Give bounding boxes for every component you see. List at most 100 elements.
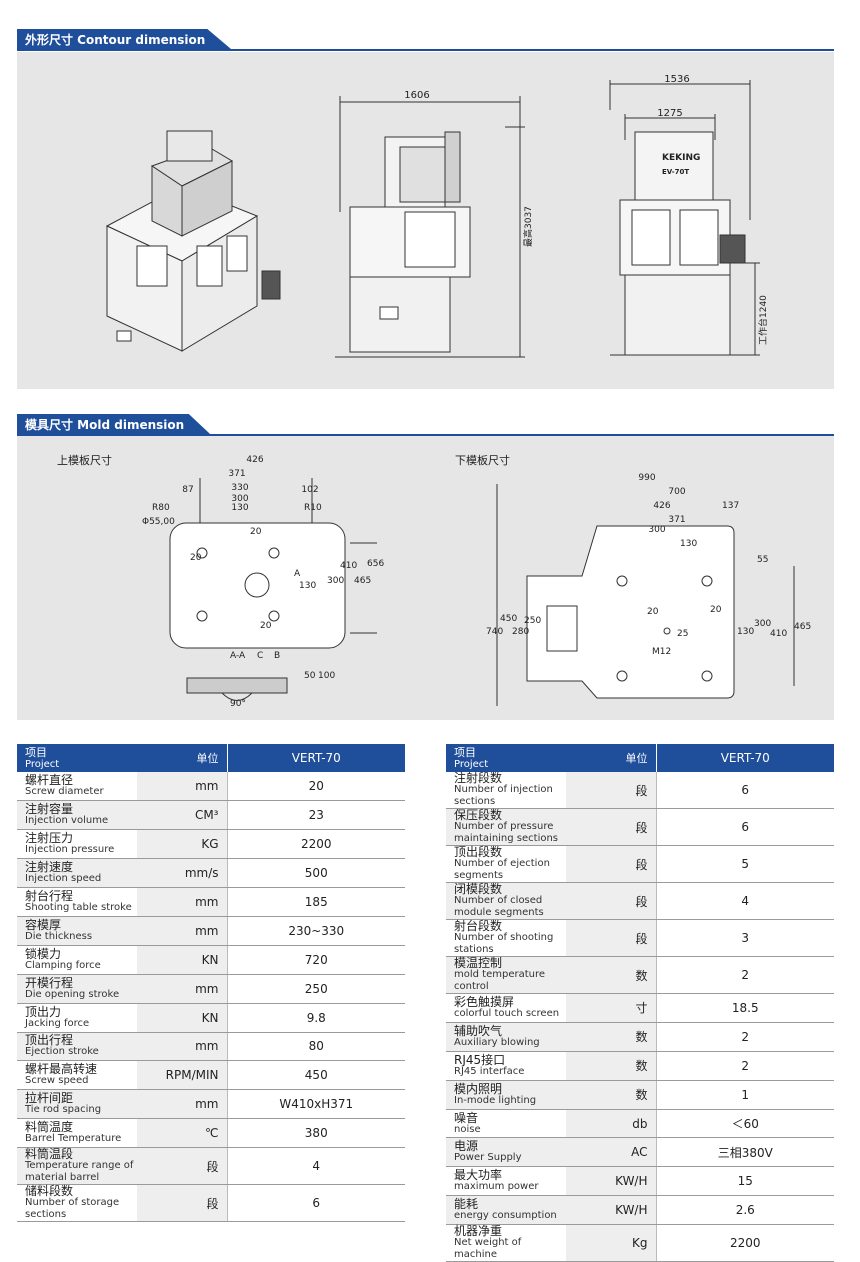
- dim-table-height: 工作台1240: [757, 295, 769, 345]
- row-unit: mm: [137, 772, 227, 802]
- row-unit: mm/s: [137, 858, 227, 889]
- row-value: 6: [655, 808, 834, 846]
- row-unit: 数: [566, 1022, 656, 1052]
- row-value: 3: [655, 919, 834, 957]
- upper-dim: 130: [231, 503, 248, 513]
- row-label-en: maximum power: [454, 1181, 539, 1193]
- upper-dim: 300: [231, 494, 248, 504]
- dim-side-width: 1606: [404, 90, 429, 101]
- lower-dim: 250: [524, 616, 541, 626]
- lower-dim: 990: [638, 473, 655, 483]
- row-label-cn: 螺杆最高转速: [25, 1062, 98, 1077]
- lower-dim: 450: [500, 614, 517, 624]
- row-unit: 寸: [566, 993, 656, 1023]
- row-label-cn: 注射段数: [454, 771, 503, 785]
- row-value: 1: [655, 1080, 834, 1110]
- machine-isometric-drawing: [105, 130, 281, 352]
- row-unit: RPM/MIN: [137, 1060, 227, 1091]
- lower-dim: M12: [652, 647, 671, 657]
- row-label-cn: 拉杆间距: [25, 1091, 74, 1106]
- row-label-en: Injection volume: [25, 815, 109, 827]
- row-value: 230~330: [226, 916, 405, 946]
- upper-dim: 20: [260, 621, 272, 631]
- row-label-en: Ejection stroke: [25, 1046, 99, 1058]
- row-value: W410xH371: [226, 1089, 405, 1120]
- row-value: 23: [226, 800, 405, 831]
- row-label-cn: 机器净重: [454, 1224, 503, 1239]
- row-label-en: Clamping force: [25, 959, 101, 971]
- row-value: 500: [226, 858, 405, 889]
- row-label-cn: RJ45接口: [454, 1052, 506, 1067]
- row-label-cn: 电源: [454, 1139, 479, 1154]
- row-label-en: energy consumption: [454, 1210, 557, 1222]
- row-label-cn: 射台行程: [25, 889, 74, 903]
- row-label-cn: 注射速度: [25, 860, 74, 875]
- row-unit: 数: [566, 956, 656, 994]
- lower-dim: 426: [653, 501, 670, 511]
- upper-dim: R10: [304, 503, 322, 513]
- row-label-en: RJ45 interface: [454, 1065, 525, 1077]
- upper-plate-drawing: 426 371 330 300 130 87 102 R80 R10 Φ55,0…: [142, 455, 384, 708]
- row-label-en: Power Supply: [454, 1152, 522, 1164]
- row-value: 2: [655, 956, 834, 994]
- row-unit: db: [566, 1109, 656, 1139]
- row-value: 2: [655, 1022, 834, 1052]
- row-label-cn: 料筒温度: [25, 1120, 74, 1135]
- row-value: 450: [226, 1060, 405, 1091]
- row-unit: CM³: [137, 800, 227, 831]
- row-label-cn: 辅助吹气: [454, 1023, 503, 1038]
- row-label-cn: 顶出力: [25, 1004, 62, 1019]
- row-label-en: Die opening stroke: [25, 988, 120, 1000]
- row-value: 80: [226, 1032, 405, 1062]
- row-unit: 段: [137, 1184, 227, 1223]
- row-label-en: Net weight of machine: [454, 1237, 522, 1261]
- row-label-cn: 模内照明: [454, 1081, 503, 1096]
- row-label-cn: 射台段数: [454, 919, 503, 933]
- row-unit: mm: [137, 974, 227, 1004]
- row-label-en: Die thickness: [25, 930, 93, 942]
- row-unit: mm: [137, 887, 227, 917]
- dim-front-inner-width: 1275: [657, 108, 682, 119]
- row-label-en: Number of ejection segments: [454, 858, 550, 881]
- upper-dim: A: [294, 569, 301, 579]
- row-unit: mm: [137, 1089, 227, 1120]
- lower-dim: 740: [486, 627, 503, 637]
- lower-dim: 280: [512, 627, 529, 637]
- row-value: 三相380V: [655, 1137, 834, 1168]
- row-label-en: colorful touch screen: [454, 1007, 560, 1019]
- row-label-en: Screw diameter: [25, 786, 104, 798]
- model-label-text: EV-70T: [662, 168, 689, 176]
- row-label-cn: 顶出段数: [454, 845, 503, 859]
- row-value: 4: [226, 1147, 405, 1186]
- row-label-cn: 噪音: [454, 1110, 479, 1125]
- row-unit: mm: [137, 1032, 227, 1062]
- brand-logo-text: KEKING: [662, 153, 700, 163]
- row-label-cn: 顶出行程: [25, 1033, 74, 1048]
- row-value: 6: [655, 772, 834, 809]
- row-label-cn: 储料段数: [25, 1184, 74, 1199]
- row-value: 4: [655, 882, 834, 920]
- upper-dim: 656: [367, 559, 384, 569]
